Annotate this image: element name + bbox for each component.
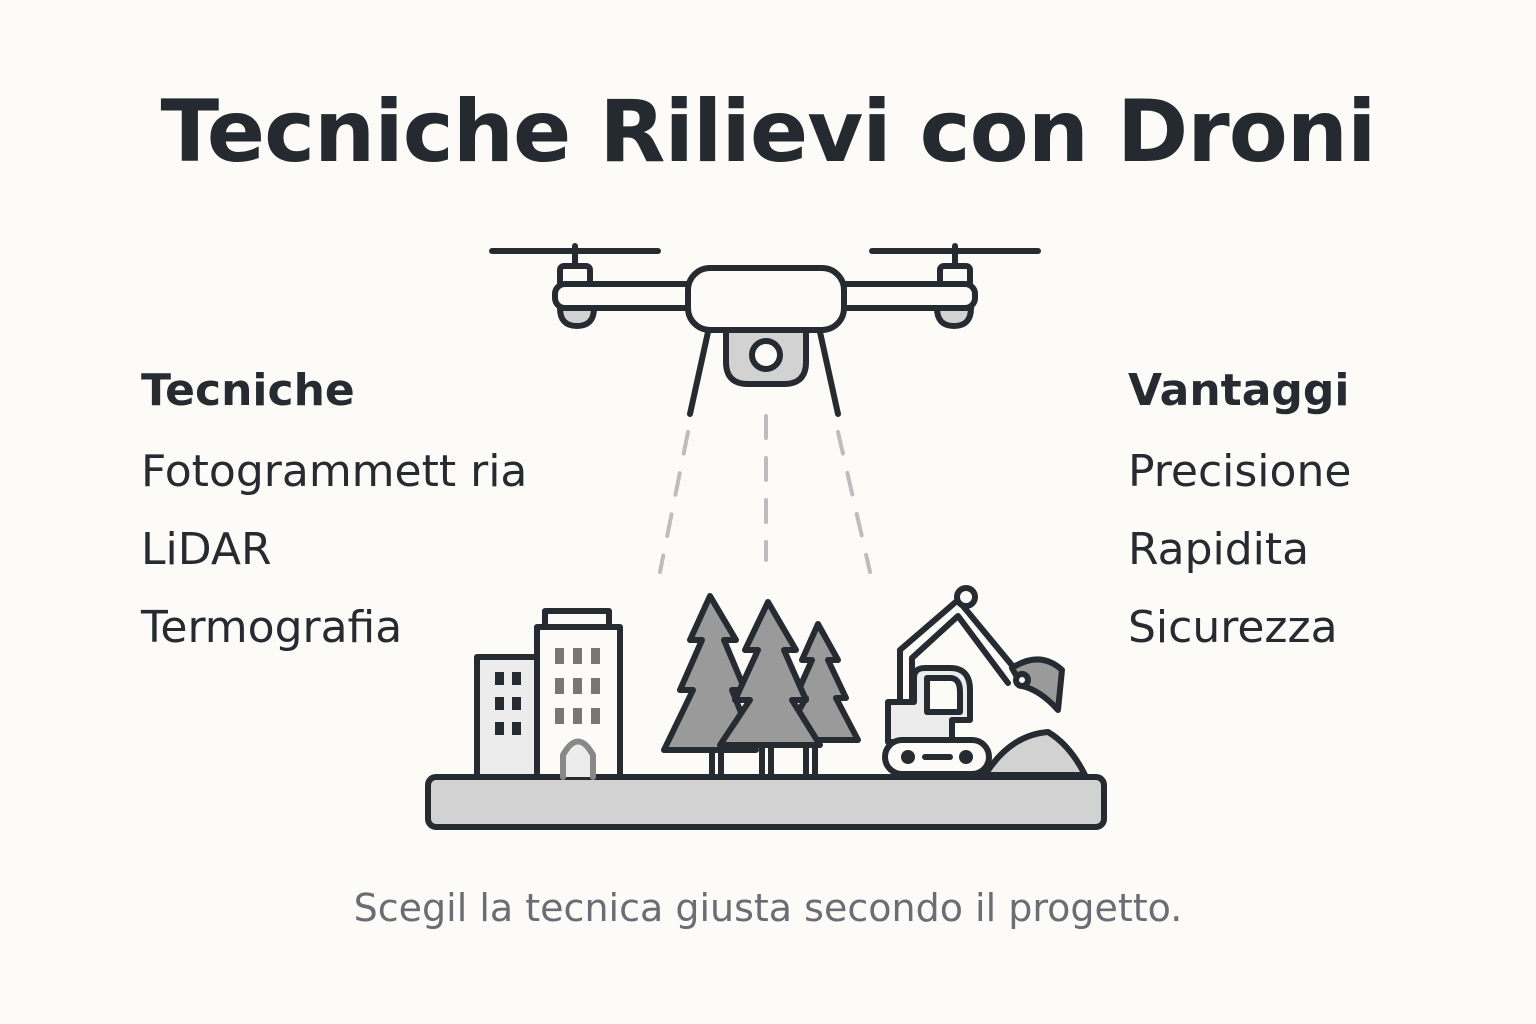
- drone-icon: [489, 243, 1041, 417]
- technique-item-photogrammetry: Fotogrammett ria: [141, 446, 528, 497]
- advantage-item-precision: Precisione: [1128, 446, 1352, 497]
- buildings-icon: [474, 608, 623, 780]
- techniques-column: Tecniche Fotogrammett ria LiDAR Termogra…: [141, 362, 527, 680]
- excavator-icon: [882, 585, 1088, 778]
- technique-item-thermography: Termografia: [141, 602, 403, 653]
- page-title: Tecniche Rilievi con Droni: [160, 82, 1377, 182]
- advantages-column: Vantaggi Precisione Rapidita Sicurezza: [1128, 362, 1351, 680]
- ground-platform: [425, 774, 1107, 830]
- camera-icon: [723, 327, 809, 387]
- technique-item-lidar: LiDAR: [141, 524, 272, 575]
- footer-caption: Scegil la tecnica giusta secondo il prog…: [353, 886, 1183, 930]
- advantage-item-speed: Rapidita: [1128, 524, 1310, 575]
- advantage-item-safety: Sicurezza: [1128, 602, 1338, 653]
- scan-beams: [658, 414, 872, 574]
- trees-icon: [661, 593, 861, 780]
- techniques-heading: Tecniche: [141, 365, 355, 416]
- advantages-heading: Vantaggi: [1128, 365, 1350, 416]
